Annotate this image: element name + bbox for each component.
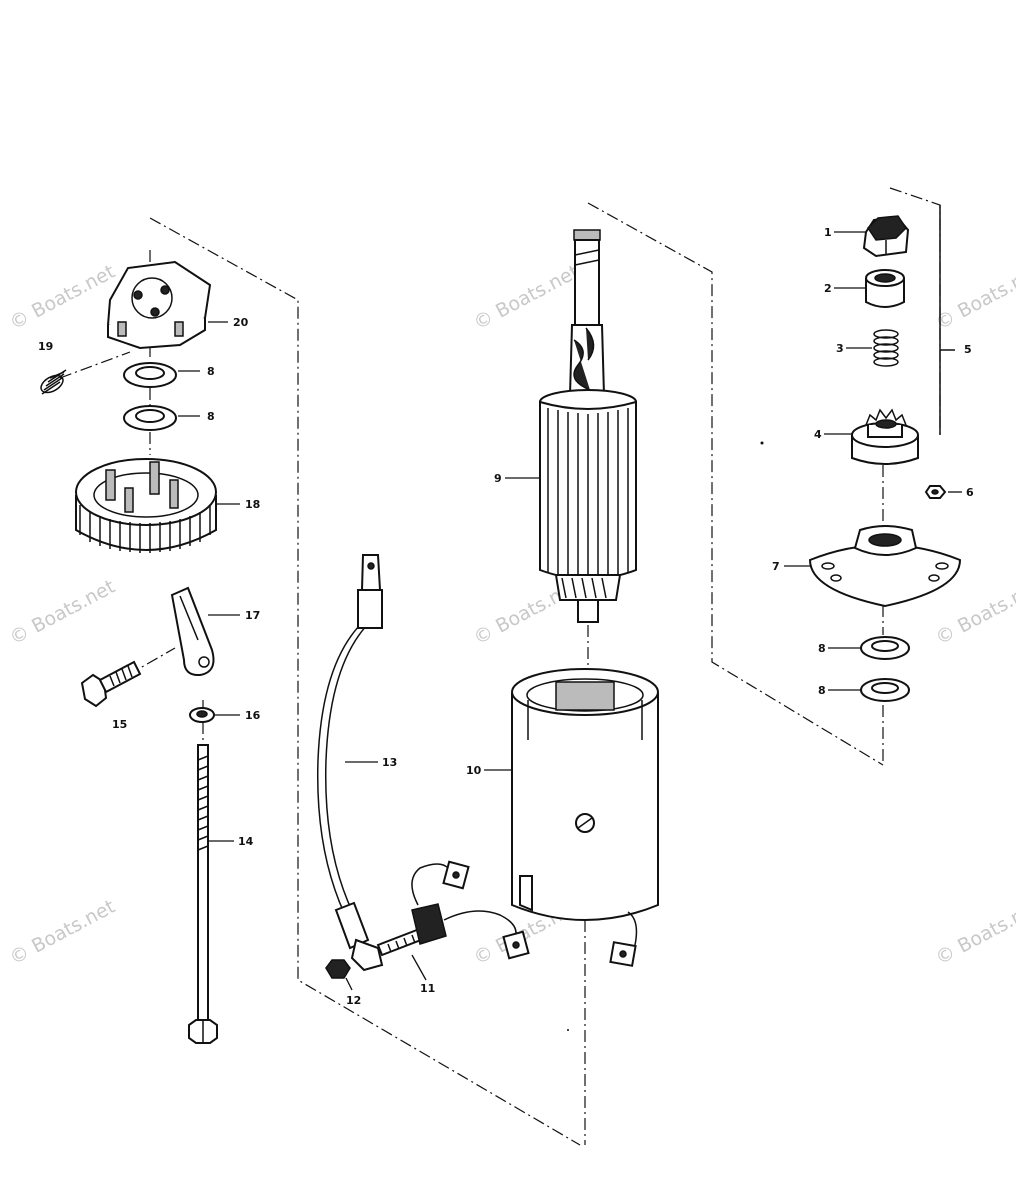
- callout-11: 11: [420, 982, 435, 995]
- callout-8-left-lower: 8: [207, 410, 215, 423]
- callout-19: 19: [38, 340, 53, 353]
- callout-8-right-upper: 8: [818, 642, 826, 655]
- armature-group-outline: [587, 202, 884, 766]
- part-16-washer: [189, 707, 215, 723]
- spring-axis: [59, 351, 131, 379]
- callout-6: 6: [966, 486, 974, 499]
- part-3-spring: [873, 329, 899, 367]
- watermark: © Boats.net: [932, 261, 1016, 335]
- part-8-washer-left-lower: [123, 405, 177, 431]
- callout-9: 9: [494, 472, 502, 485]
- watermark: © Boats.net: [932, 896, 1016, 970]
- speck: [567, 1029, 569, 1031]
- callout-20: 20: [233, 316, 249, 329]
- leader-lines: [178, 231, 962, 991]
- callout-10: 10: [466, 764, 482, 777]
- callout-18: 18: [245, 498, 260, 511]
- watermark: © Boats.net: [932, 576, 1016, 650]
- part-8-washer-right-upper: [860, 636, 910, 660]
- callout-1: 1: [824, 226, 832, 239]
- callout-7: 7: [772, 560, 780, 573]
- part-8-washer-right-lower: [860, 678, 910, 702]
- part-14-through-bolt: [188, 744, 218, 1044]
- part-6-nut: [924, 485, 947, 499]
- part-17-terminal-lead: [170, 586, 215, 677]
- callout-labels: 1 2 3 4 5 6 7 8 8 8 8 9 10 11 12 13 14 1…: [38, 226, 974, 1007]
- watermark: © Boats.net: [470, 261, 583, 335]
- callout-13: 13: [382, 756, 397, 769]
- part-4-pinion-drive: [851, 408, 919, 465]
- part-18-end-cap: [75, 458, 217, 553]
- callout-12: 12: [346, 994, 361, 1007]
- part-15-screw: [80, 660, 142, 708]
- watermark: © Boats.net: [6, 261, 119, 335]
- part-2-sleeve: [865, 269, 905, 308]
- callout-8-right-lower: 8: [818, 684, 826, 697]
- part-11-brush-holder: [376, 860, 530, 960]
- part-12-nut: [325, 959, 351, 979]
- left-group-outline: [149, 217, 581, 1146]
- part-8-washer-left-upper: [123, 362, 177, 388]
- watermark: © Boats.net: [6, 896, 119, 970]
- part-5-bracket: [939, 205, 955, 435]
- part-1-nut: [862, 215, 910, 258]
- callout-14: 14: [238, 835, 254, 848]
- part-9-armature: [539, 229, 637, 623]
- callout-2: 2: [824, 282, 832, 295]
- part-19-spring: [40, 369, 67, 395]
- callout-15: 15: [112, 718, 127, 731]
- callout-8-left-upper: 8: [207, 365, 215, 378]
- part-13-cable: [316, 554, 384, 972]
- callout-16: 16: [245, 709, 261, 722]
- speck: [760, 441, 764, 445]
- part-7-drive-end-cap: [808, 525, 962, 608]
- callout-5: 5: [964, 343, 972, 356]
- part-20-brush-plate: [106, 260, 212, 350]
- part-10-frame: [511, 668, 659, 967]
- callout-4: 4: [814, 428, 822, 441]
- callout-17: 17: [245, 609, 260, 622]
- callout-3: 3: [836, 342, 844, 355]
- watermark: © Boats.net: [6, 576, 119, 650]
